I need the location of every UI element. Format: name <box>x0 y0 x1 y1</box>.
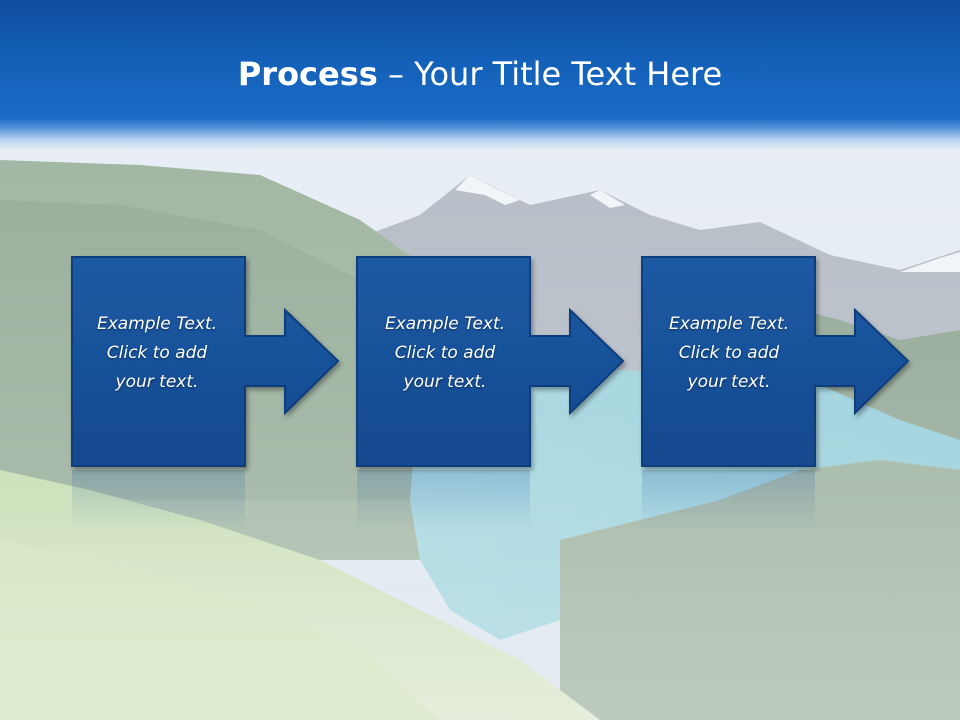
step-3-text[interactable]: Example Text. Click to add your text. <box>641 310 817 397</box>
step-2-line-2: Click to add <box>394 343 496 363</box>
step-1-text[interactable]: Example Text. Click to add your text. <box>69 310 245 397</box>
step-3-reflection <box>642 470 815 530</box>
step-3-line-1: Example Text. <box>668 314 790 334</box>
title-strong-text: Process <box>237 55 378 93</box>
step-1-reflection <box>72 470 245 530</box>
process-step-1[interactable] <box>71 256 340 530</box>
process-step-2[interactable] <box>356 256 625 530</box>
step-2-arrow-shape <box>356 256 625 467</box>
step-3-line-3: your text. <box>687 372 771 392</box>
step-2-line-1: Example Text. <box>384 314 506 334</box>
step-2-reflection <box>357 470 530 530</box>
step-3-line-2: Click to add <box>678 343 780 363</box>
slide-title[interactable]: Process – Your Title Text Here <box>0 52 960 96</box>
step-1-line-2: Click to add <box>106 343 208 363</box>
step-2-text[interactable]: Example Text. Click to add your text. <box>357 310 533 397</box>
step-1-line-3: your text. <box>115 372 199 392</box>
process-step-3[interactable] <box>641 256 910 530</box>
step-2-line-3: your text. <box>403 372 487 392</box>
step-1-arrow-shape <box>71 256 340 467</box>
title-bar <box>0 0 960 150</box>
step-1-line-1: Example Text. <box>96 314 218 334</box>
step-3-arrow-shape <box>641 256 910 467</box>
title-rest-text: – Your Title Text Here <box>377 55 723 93</box>
